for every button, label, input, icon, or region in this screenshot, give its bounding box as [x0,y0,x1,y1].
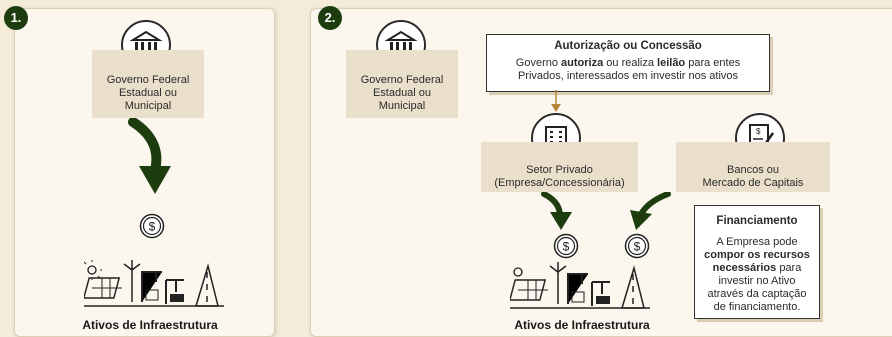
government-label-1: Governo Federal Estadual ou Municipal [92,50,204,118]
financing-bold: necessários [712,262,777,274]
svg-text:$: $ [756,127,761,136]
text: ou realiza [603,57,658,69]
dollar-coin-icon: $ [139,213,165,239]
gov-line: Municipal [124,100,172,112]
connector-arrow [551,90,561,112]
gov-line: Governo Federal [106,74,190,86]
private-sector-label: Setor Privado (Empresa/Concessionária) [481,142,638,192]
government-label-2: Governo Federal Estadual ou Municipal [346,50,458,118]
authorization-box: Autorização ou Concessão Governo autoriz… [486,34,770,92]
financing-line: A Empresa pode [716,236,798,248]
svg-text:$: $ [563,240,570,254]
svg-text:$: $ [634,240,641,254]
banks-label: Bancos ou Mercado de Capitais [676,142,830,192]
financing-line: para [776,262,802,274]
authorization-title: Autorização ou Concessão [554,40,702,52]
financing-box: Financiamento A Empresa pode compor os r… [694,205,820,319]
down-arrow-1 [128,118,171,194]
text: para entes [685,57,741,69]
gov-line: Municipal [378,100,426,112]
infra-title-1: Ativos de Infraestrutura [82,318,218,332]
bold-text: autoriza [561,57,604,69]
private-line: Setor Privado [526,164,593,176]
gov-line: Estadual ou [372,87,432,99]
financing-line: investir no Ativo [718,275,796,287]
banks-line: Mercado de Capitais [702,177,804,189]
gov-line: Governo Federal [360,74,444,86]
down-arrow-private [541,192,572,230]
infrastructure-icon [84,260,224,307]
financing-line: através da captação [707,288,807,300]
bold-text: leilão [657,57,686,69]
financing-line: de financiamento. [713,301,801,313]
infra-title-2: Ativos de Infraestrutura [514,318,650,332]
step-2-badge: 2. [318,6,342,30]
authorization-line-1: Governo autoriza ou realiza leilão para … [487,57,769,70]
financing-bold: compor os recursos [704,249,810,261]
gov-line: Estadual ou [118,87,178,99]
private-line: (Empresa/Concessionária) [494,177,625,189]
banks-line: Bancos ou [727,164,779,176]
down-arrow-banks [630,192,671,230]
svg-text:$: $ [149,220,156,234]
authorization-line-2: Privados, interessados em investir nos a… [517,70,739,82]
infrastructure-icon [510,262,650,309]
text: Governo [515,57,562,69]
step-1-badge: 1. [4,6,28,30]
dollar-coin-icon: $ [553,233,579,259]
dollar-coin-icon: $ [624,233,650,259]
financing-title: Financiamento [716,215,798,227]
